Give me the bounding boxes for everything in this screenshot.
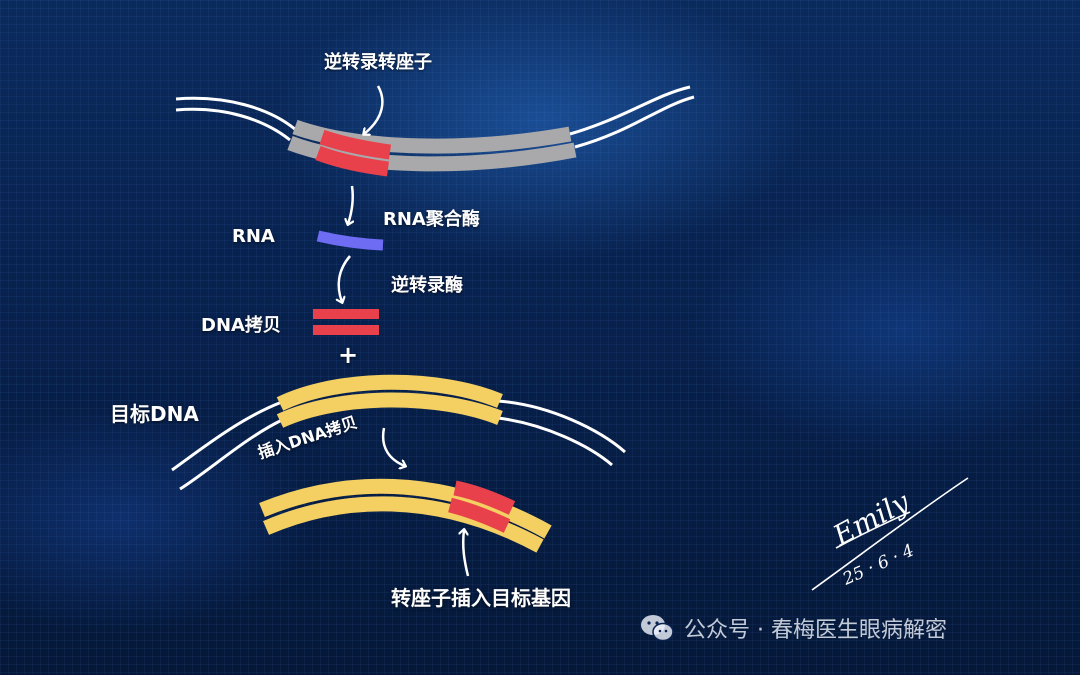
transposon-inserted-label: 转座子插入目标基因 <box>391 586 571 610</box>
insertion-pointer-arrow <box>463 530 468 577</box>
rna-polymerase-label: RNA聚合酶 <box>383 209 480 230</box>
target-dna-strand-right-a <box>497 399 626 454</box>
source-dna-strand-left-b <box>175 107 291 142</box>
source-dna <box>175 85 695 177</box>
target-dna-yellow-lower <box>276 392 503 428</box>
target-dna <box>171 374 626 491</box>
reverse-transcriptase-arrow <box>339 255 351 302</box>
target-dna-strand-left-a <box>171 400 283 472</box>
wechat-icon <box>640 613 674 643</box>
dna-copy-label: DNA拷贝 <box>201 315 281 336</box>
rna-polymerase-arrow <box>348 185 353 224</box>
rna-label: RNA <box>232 226 275 247</box>
target-dna-label: 目标DNA <box>110 402 199 426</box>
source-dna-strand-right-b <box>574 95 695 149</box>
signature-flourish <box>835 511 911 549</box>
target-dna-strand-left-b <box>179 418 283 491</box>
source-dna-gray-upper <box>292 119 572 154</box>
dna-copy <box>313 309 379 335</box>
source-dna-strand-right-a <box>569 85 691 136</box>
insert-arrow <box>381 427 405 466</box>
watermark-text: 公众号 · 春梅医生眼病解密 <box>684 618 947 643</box>
dna-copy-bar-upper <box>313 309 379 319</box>
signature-underline <box>811 477 969 591</box>
target-dna-strand-right-b <box>497 416 613 467</box>
rna-fragment <box>316 230 384 251</box>
retrotransposon-segment-upper <box>319 129 392 160</box>
retrotransposon-label: 逆转录转座子 <box>324 52 432 73</box>
result-dna <box>259 478 552 553</box>
inserted-transposon-lower <box>448 497 511 533</box>
dna-copy-bar-lower <box>313 325 379 335</box>
target-dna-yellow-upper <box>276 374 503 411</box>
reverse-transcriptase-label: 逆转录酶 <box>391 275 463 296</box>
retrotransposon-arrow <box>364 85 384 134</box>
plus-sign: + <box>338 341 359 369</box>
retrotransposon-segment-lower <box>315 145 390 177</box>
source-dna-strand-left-a <box>175 96 297 132</box>
signature: Emily 25 · 6 · 4 <box>811 477 969 591</box>
inserted-transposon-upper <box>453 480 516 515</box>
watermark: 公众号 · 春梅医生眼病解密 <box>640 612 947 644</box>
